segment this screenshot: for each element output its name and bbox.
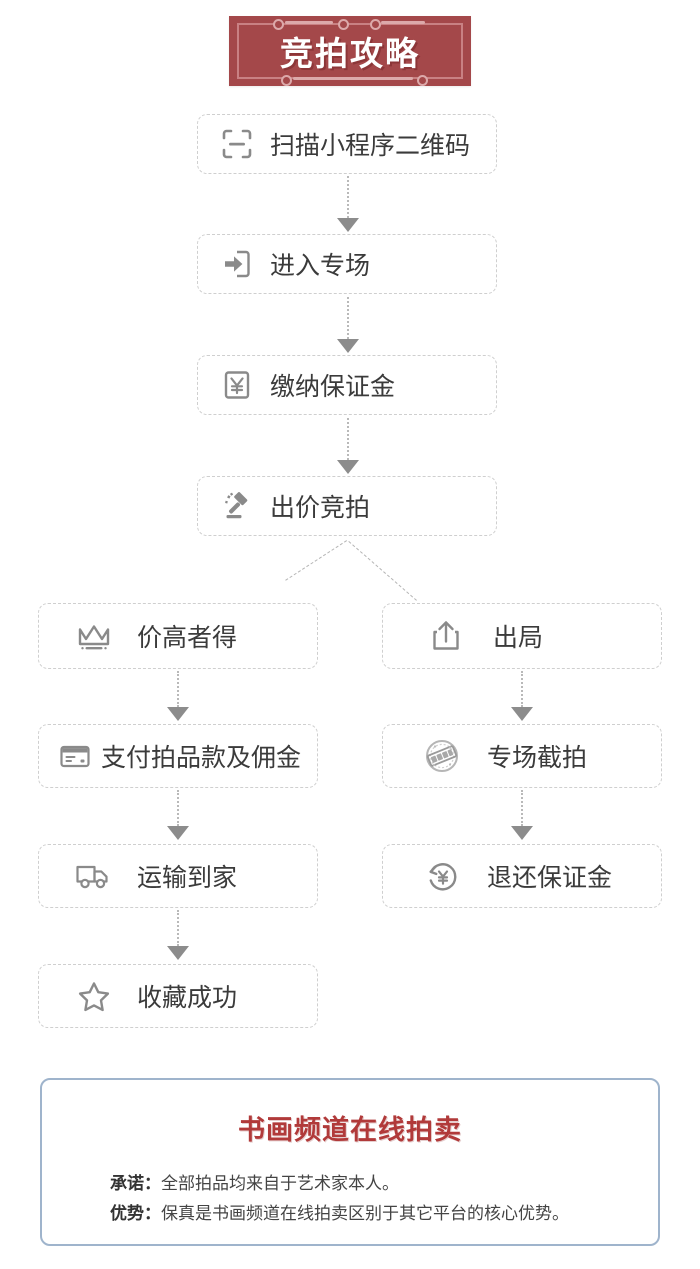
stamp-seal-icon xyxy=(423,737,461,775)
branch-connector-right xyxy=(348,541,417,601)
flow-node-label: 扫描小程序二维码 xyxy=(270,131,471,160)
footer-line-key: 承诺： xyxy=(110,1174,161,1194)
arrow-enter-to-deposit xyxy=(337,297,359,353)
page-title: 竞拍攻略 xyxy=(280,34,420,73)
flow-node-label: 退还保证金 xyxy=(487,863,613,892)
flow-node-bid[interactable]: 出价竞拍 xyxy=(197,476,497,536)
yen-square-icon xyxy=(220,368,254,402)
credit-card-icon xyxy=(59,742,91,770)
banner-ornament-dot xyxy=(370,19,381,30)
flow-node-label: 专场截拍 xyxy=(487,743,588,772)
flow-node-scan[interactable]: 扫描小程序二维码 xyxy=(197,114,497,174)
flow-node-label: 支付拍品款及佣金 xyxy=(101,743,302,772)
arrow-ship-to-done xyxy=(167,910,189,960)
flow-node-enter[interactable]: 进入专场 xyxy=(197,234,497,294)
crown-icon xyxy=(75,618,113,654)
gavel-icon xyxy=(220,489,254,523)
footer-title: 书画频道在线拍卖 xyxy=(238,1115,462,1146)
arrow-out-to-close xyxy=(511,671,533,721)
flow-node-pay[interactable]: 支付拍品款及佣金 xyxy=(38,724,318,788)
flow-node-label: 出局 xyxy=(493,623,544,652)
flow-node-label: 进入专场 xyxy=(270,251,371,280)
arrow-scan-to-enter xyxy=(337,176,359,232)
share-export-icon xyxy=(429,618,463,654)
flow-node-label: 出价竞拍 xyxy=(270,493,371,522)
footer-line: 优势：保真是书画频道在线拍卖区别于其它平台的核心优势。 xyxy=(110,1199,658,1229)
banner-ornament-bar xyxy=(285,21,333,24)
truck-icon xyxy=(75,861,111,891)
arrow-close-to-refund xyxy=(511,790,533,840)
arrow-pay-to-ship xyxy=(167,790,189,840)
footer-line-key: 优势： xyxy=(110,1204,161,1224)
title-banner: 竞拍攻略 xyxy=(229,16,471,86)
banner-ornament-dot xyxy=(338,19,349,30)
banner-ornament-bar xyxy=(381,21,425,24)
flow-node-label: 价高者得 xyxy=(137,623,238,652)
refund-yen-icon xyxy=(425,858,461,894)
flow-node-win[interactable]: 价高者得 xyxy=(38,603,318,669)
qr-scan-icon xyxy=(220,127,254,161)
banner-ornament-dot xyxy=(281,75,292,86)
flow-node-out[interactable]: 出局 xyxy=(382,603,662,669)
star-icon xyxy=(77,980,111,1013)
enter-door-icon xyxy=(220,247,254,281)
footer-line-text: 保真是书画频道在线拍卖区别于其它平台的核心优势。 xyxy=(161,1204,569,1224)
flow-node-done[interactable]: 收藏成功 xyxy=(38,964,318,1028)
footer-line-text: 全部拍品均来自于艺术家本人。 xyxy=(161,1174,399,1194)
flow-node-close[interactable]: 专场截拍 xyxy=(382,724,662,788)
banner-ornament-bar xyxy=(293,77,413,80)
footer-line: 承诺：全部拍品均来自于艺术家本人。 xyxy=(110,1169,658,1199)
arrow-win-to-pay xyxy=(167,671,189,721)
flow-node-ship[interactable]: 运输到家 xyxy=(38,844,318,908)
branch-connector-left xyxy=(285,540,347,581)
banner-ornament-dot xyxy=(417,75,428,86)
flow-node-refund[interactable]: 退还保证金 xyxy=(382,844,662,908)
banner-ornament-dot xyxy=(273,19,284,30)
flow-node-label: 缴纳保证金 xyxy=(270,372,396,401)
footer-panel: 书画频道在线拍卖 承诺：全部拍品均来自于艺术家本人。 优势：保真是书画频道在线拍… xyxy=(40,1078,660,1246)
arrow-deposit-to-bid xyxy=(337,418,359,474)
flow-node-deposit[interactable]: 缴纳保证金 xyxy=(197,355,497,415)
footer-lines: 承诺：全部拍品均来自于艺术家本人。 优势：保真是书画频道在线拍卖区别于其它平台的… xyxy=(42,1169,658,1229)
flow-node-label: 运输到家 xyxy=(137,863,238,892)
flow-node-label: 收藏成功 xyxy=(137,983,238,1012)
